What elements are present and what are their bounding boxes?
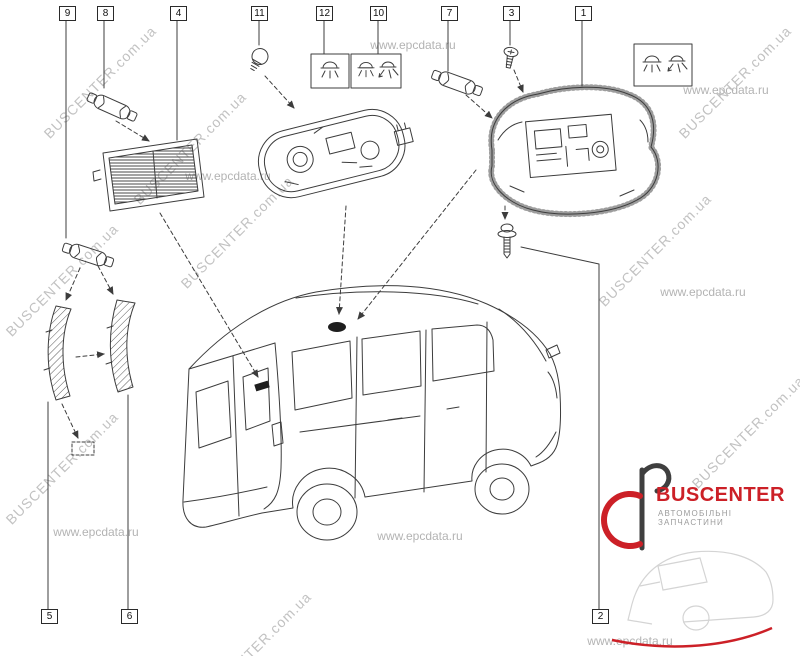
lens-strip-5 xyxy=(43,305,72,401)
callout-6[interactable]: 6 xyxy=(121,609,138,624)
callout-1[interactable]: 1 xyxy=(575,6,592,21)
assembly-arrows xyxy=(61,69,524,439)
rear-lamp-marker xyxy=(254,380,270,392)
callout-10[interactable]: 10 xyxy=(370,6,387,21)
buscenter-logo-mark xyxy=(601,463,672,551)
interior-lamp-4 xyxy=(92,138,205,212)
callout-7[interactable]: 7 xyxy=(441,6,458,21)
callout-12[interactable]: 12 xyxy=(316,6,333,21)
symbol-box-12 xyxy=(310,53,350,89)
symbol-box-1 xyxy=(633,43,693,87)
symbol-box-10 xyxy=(350,53,402,89)
callout-9[interactable]: 9 xyxy=(59,6,76,21)
wedge-bulb-11 xyxy=(250,48,269,72)
van-drawing xyxy=(182,285,562,541)
lens-strip-6 xyxy=(105,299,136,393)
screw-2 xyxy=(497,223,517,259)
brand-subtitle: АВТОМОБІЛЬНІ ЗАПЧАСТИНИ xyxy=(658,509,733,527)
roof-lamp-assembly xyxy=(257,108,414,199)
callout-5[interactable]: 5 xyxy=(41,609,58,624)
callout-leader-lines xyxy=(47,20,600,610)
callout-11[interactable]: 11 xyxy=(251,6,268,21)
logo-swoosh xyxy=(611,626,773,648)
screw-3 xyxy=(503,46,519,69)
mount-outline xyxy=(71,441,95,456)
callout-3[interactable]: 3 xyxy=(503,6,520,21)
callout-8[interactable]: 8 xyxy=(97,6,114,21)
logo-van-sketch xyxy=(627,550,774,631)
roof-lamp-marker xyxy=(328,322,346,332)
roof-console-assembly xyxy=(488,84,662,218)
brand-name: BUSCENTER xyxy=(656,484,785,506)
callout-4[interactable]: 4 xyxy=(170,6,187,21)
callout-2[interactable]: 2 xyxy=(592,609,609,624)
